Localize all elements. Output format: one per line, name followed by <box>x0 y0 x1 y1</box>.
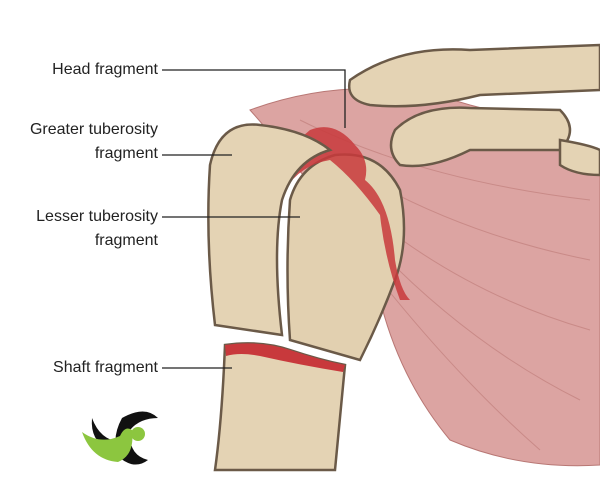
clavicle <box>347 43 600 108</box>
head-fragment <box>286 153 406 362</box>
label-lesser-tuberosity: Lesser tuberosity fragment <box>0 205 158 253</box>
label-greater-line1: Greater tuberosity <box>29 121 158 138</box>
label-lesser-line1: Lesser tuberosity <box>36 208 158 225</box>
greater-tuberosity-fragment <box>207 123 333 337</box>
brand-logo <box>82 411 158 465</box>
label-shaft-fragment: Shaft fragment <box>53 359 158 376</box>
label-head-fragment: Head fragment <box>52 61 158 78</box>
label-greater-line2: fragment <box>94 145 158 162</box>
leader-lines <box>162 69 346 369</box>
label-lesser-line2: fragment <box>94 232 158 249</box>
label-greater-tuberosity: Greater tuberosity fragment <box>0 118 158 166</box>
